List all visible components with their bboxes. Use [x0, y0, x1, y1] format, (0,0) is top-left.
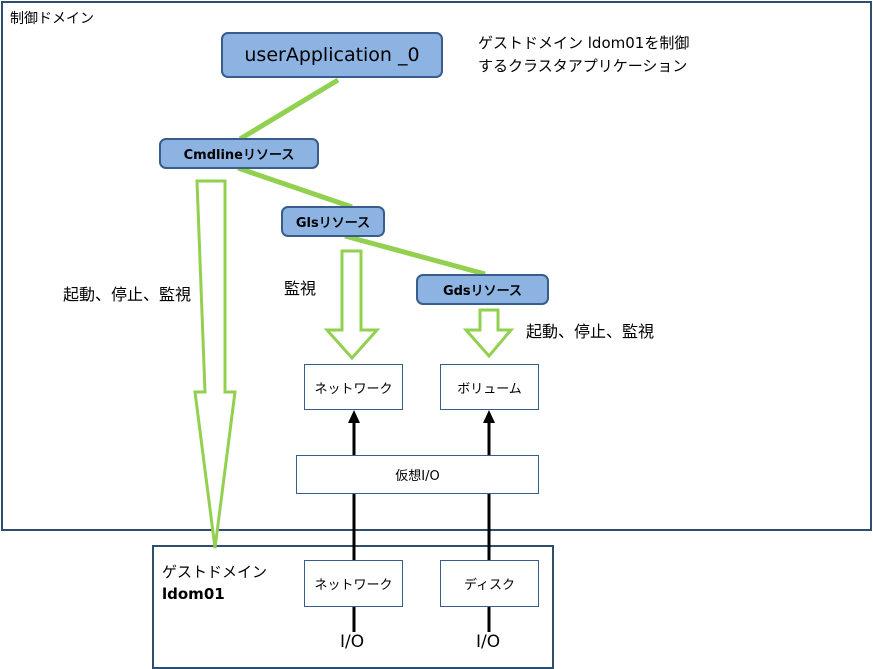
control-domain-frame [1, 1, 872, 531]
cmdline-resource-label: Cmdlineリソース [183, 148, 295, 163]
network-box-top: ネットワーク [304, 364, 403, 410]
io-arrowhead-right [483, 410, 495, 423]
network-box-top-label: ネットワーク [314, 381, 393, 397]
network-box-bottom-label: ネットワーク [314, 578, 393, 593]
guest-domain-name: ゲストドメイン [162, 563, 268, 581]
connector-cmdline-gls [237, 165, 353, 210]
guest-domain-label: ゲストドメイン ldom01 [162, 561, 267, 605]
connector-gls-gds [344, 233, 486, 277]
network-box-bottom: ネットワーク [304, 560, 403, 607]
gls-resource-label: Glsリソース [295, 216, 371, 231]
gds-action-label: 起動、停止、監視 [526, 322, 655, 341]
user-application-label: userApplication _0 [244, 44, 420, 66]
gds-resource-label: Gdsリソース [442, 284, 523, 299]
cmdline-action-arrow [193, 179, 237, 549]
gls-resource-node: Glsリソース [281, 206, 385, 237]
io-label-left: I/O [340, 632, 365, 652]
control-domain-title: 制御ドメイン [10, 11, 94, 27]
user-application-note: ゲストドメイン ldom01を制御 するクラスタアプリケーション [478, 32, 689, 78]
user-application-note-line2: するクラスタアプリケーション [478, 57, 688, 75]
disk-box-label: ディスク [463, 578, 516, 593]
volume-box-label: ボリューム [457, 381, 522, 397]
user-application-note-line1: ゲストドメイン ldom01を制御 [478, 34, 690, 52]
virtual-io-label: 仮想I/O [395, 469, 440, 484]
connector-userapp-cmdline [238, 77, 340, 142]
disk-box: ディスク [440, 560, 539, 607]
volume-box: ボリューム [440, 364, 539, 410]
guest-domain-id: ldom01 [162, 585, 225, 603]
io-arrowhead-left [348, 410, 360, 423]
gds-action-arrow [462, 308, 515, 359]
io-label-right: I/O [476, 632, 501, 652]
gls-action-label: 監視 [284, 279, 317, 298]
user-application-node: userApplication _0 [221, 32, 443, 78]
gds-resource-node: Gdsリソース [416, 274, 549, 305]
cmdline-resource-node: Cmdlineリソース [159, 138, 319, 169]
gls-action-arrow [323, 249, 381, 361]
virtual-io-box: 仮想I/O [296, 455, 539, 494]
cmdline-action-label: 起動、停止、監視 [63, 285, 192, 304]
